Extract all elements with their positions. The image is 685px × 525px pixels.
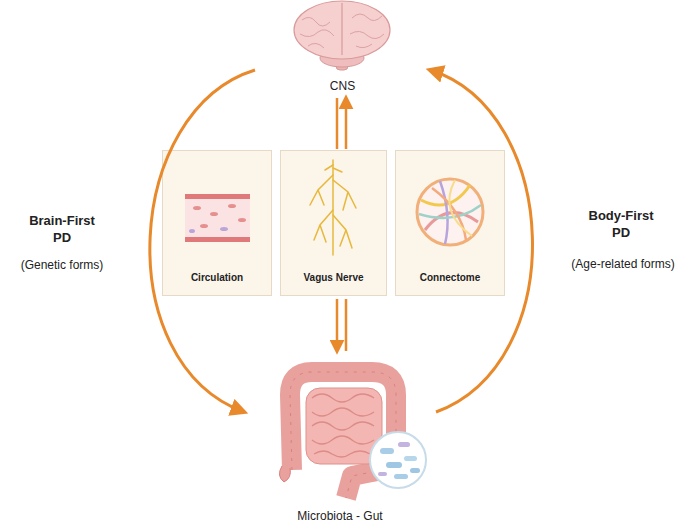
node-label: Vagus Nerve (303, 272, 363, 283)
note-label: (Age-related forms) (562, 257, 684, 271)
edge-label: Body-First PD (578, 207, 664, 241)
axis-arrow (336, 299, 339, 351)
brain-node: CNS (255, 0, 430, 95)
node-label: Circulation (191, 272, 243, 283)
axis-arrow (345, 98, 348, 149)
pathway-box: Circulation (162, 150, 272, 296)
gut-illustration (279, 372, 426, 498)
axis-arrow (336, 98, 339, 149)
node-label: Connectome (420, 272, 481, 283)
pathway-box: Connectome (395, 150, 505, 296)
axis-arrow (345, 299, 348, 351)
note-label: (Genetic forms) (2, 258, 122, 272)
pathway-box: Vagus Nerve (280, 150, 387, 296)
node-label: CNS (330, 79, 355, 93)
brain-illustration (294, 1, 390, 70)
edge-label: Brain-First PD (20, 212, 104, 246)
gut-node: Microbiota - Gut (240, 352, 440, 525)
node-label: Microbiota - Gut (297, 509, 382, 523)
